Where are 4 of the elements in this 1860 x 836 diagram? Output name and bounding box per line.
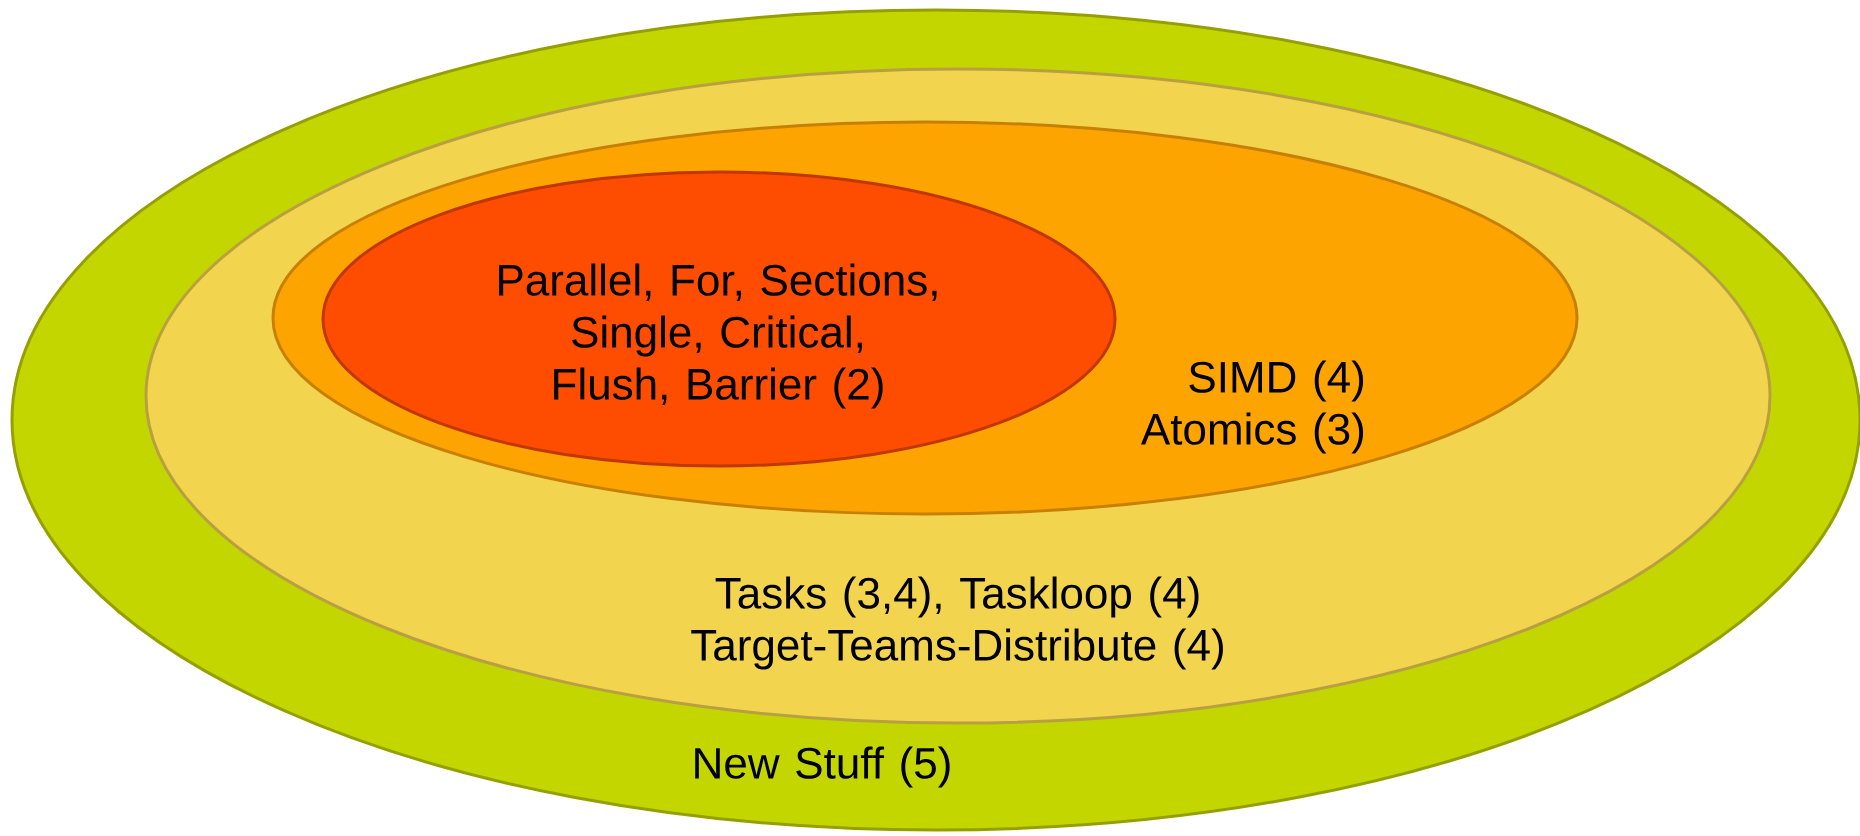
label-text: Parallel, For, Sections, Single, Critical, Flush, Barrier (2) bbox=[499, 263, 937, 409]
label-text: Tasks (3,4), Taskloop (4) Target-Teams-Distribute (4) bbox=[691, 576, 1223, 670]
label-text: New Stuff (5) bbox=[695, 746, 950, 788]
label-text: SIMD (4) Atomics (3) bbox=[1141, 360, 1364, 454]
